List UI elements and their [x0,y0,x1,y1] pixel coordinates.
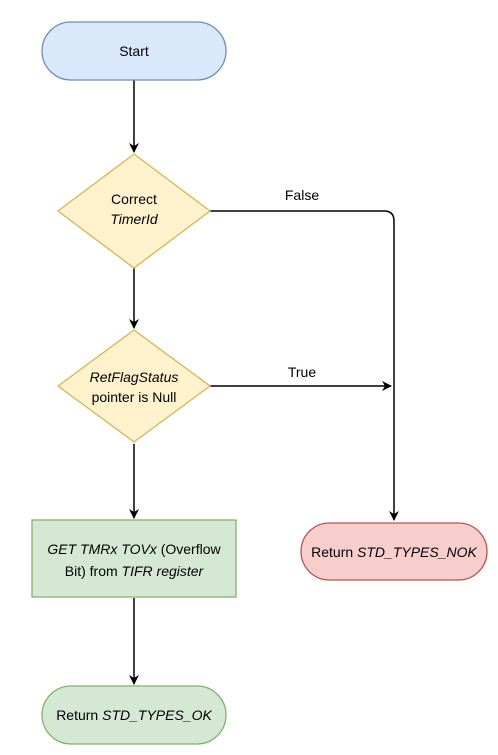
process-get-overflow-flag-line1: GET TMRx TOVx (Overflow [47,541,221,557]
decision-pointer-null: RetFlagStatus pointer is Null [56,329,212,443]
return-ok-prefix: Return [56,707,102,723]
return-nok-value: STD_TYPES_NOK [357,544,477,560]
process-line2-italic: TIFR register [122,563,205,579]
return-nok-shape [300,522,488,581]
process-get-overflow-flag-shape [31,519,237,598]
edge-label-true: True [288,364,316,380]
connectors [129,80,399,685]
decision-timer-id-shape [56,153,212,269]
decision-timer-id-line1: Correct [111,191,157,207]
process-line2-normal: Bit) from [65,563,122,579]
process-line1-italic: GET TMRx TOVx [47,541,157,557]
decision-timer-id: Correct TimerId [56,153,212,269]
return-ok-shape [41,685,227,745]
decision-timer-id-line2: TimerId [110,211,159,227]
return-ok-label: Return STD_TYPES_OK [56,707,212,723]
return-nok-prefix: Return [311,544,357,560]
return-ok-value: STD_TYPES_OK [102,707,212,723]
start-shape [41,21,227,81]
edge-label-false: False [285,187,319,203]
process-get-overflow-flag: GET TMRx TOVx (Overflow Bit) from TIFR r… [31,519,237,598]
process-line1-normal: (Overflow [157,541,222,557]
decision-pointer-null-shape [56,329,212,443]
return-nok-node: Return STD_TYPES_NOK [300,522,488,581]
start-node: Start [41,21,227,81]
decision-pointer-null-line2: pointer is Null [92,389,177,405]
decision-pointer-null-line1: RetFlagStatus [90,369,179,385]
return-nok-label: Return STD_TYPES_NOK [311,544,477,560]
process-get-overflow-flag-line2: Bit) from TIFR register [65,563,205,579]
edge-false-to-return-nok [210,210,399,521]
return-ok-node: Return STD_TYPES_OK [41,685,227,745]
start-label: Start [119,43,149,59]
